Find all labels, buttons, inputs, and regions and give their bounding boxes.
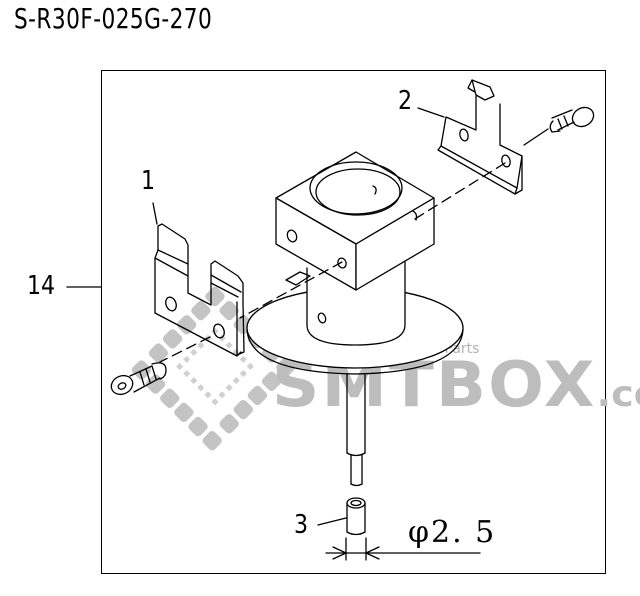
shaft xyxy=(346,373,366,487)
callout-3: 3 xyxy=(294,510,309,540)
dimension-marks xyxy=(325,537,481,561)
callout-2: 2 xyxy=(398,86,413,116)
square-block xyxy=(275,151,435,291)
callout-1: 1 xyxy=(141,166,156,196)
diameter-dimension: φ2. 5 xyxy=(408,515,497,550)
callout-14: 14 xyxy=(27,271,56,301)
screw-upper xyxy=(523,106,595,146)
watermark-brand-suffix: .com xyxy=(596,374,640,415)
sleeve-part-3 xyxy=(346,497,366,536)
bracket-part-1 xyxy=(154,223,245,357)
cylinder-body xyxy=(306,261,406,346)
part-number-title: S-R30F-025G-270 xyxy=(14,2,213,35)
drawing-frame xyxy=(101,70,606,574)
alignment-lines xyxy=(159,162,506,363)
bracket-part-2 xyxy=(437,79,523,195)
leader-lines xyxy=(66,107,445,526)
screw-left xyxy=(110,362,167,396)
